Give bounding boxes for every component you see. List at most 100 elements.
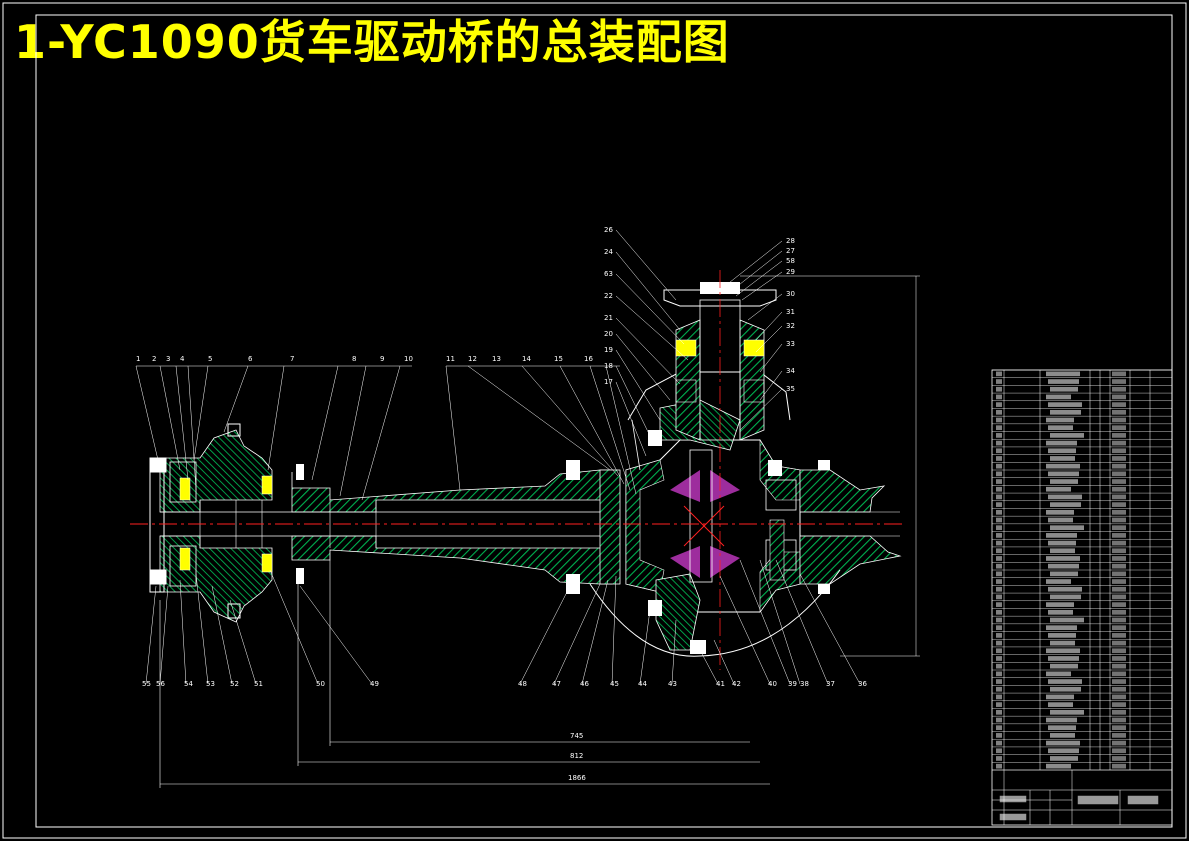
parts-row-text-block	[1050, 409, 1081, 415]
parts-row-text-block	[1046, 533, 1077, 538]
part-label-26: 26	[604, 226, 613, 234]
parts-row-number-block	[996, 571, 1002, 577]
part-label-28: 28	[786, 237, 795, 245]
part-label-6: 6	[248, 355, 253, 363]
parts-row-text-block	[1046, 579, 1071, 584]
part-label-19: 19	[604, 346, 613, 354]
dimension-lines	[159, 560, 770, 788]
parts-row-number-block	[996, 579, 1002, 584]
parts-row-number-block	[996, 694, 1002, 700]
parts-row-text-block	[1048, 633, 1076, 638]
parts-row-number-block	[996, 425, 1002, 431]
parts-row-number-block	[996, 402, 1002, 407]
part-label-33: 33	[786, 340, 795, 348]
parts-row-material-block	[1112, 556, 1126, 561]
part-label-35: 35	[786, 385, 795, 393]
parts-row-material-block	[1112, 663, 1126, 669]
parts-row-text-block	[1050, 617, 1084, 623]
parts-row-material-block	[1112, 440, 1126, 446]
parts-row-number-block	[996, 548, 1002, 554]
part-label-24: 24	[604, 248, 613, 256]
parts-row-material-block	[1112, 502, 1126, 507]
parts-row-material-block	[1112, 433, 1126, 438]
parts-row-text-block	[1048, 656, 1079, 661]
parts-row-material-block	[1112, 740, 1126, 746]
parts-row-material-block	[1112, 471, 1126, 477]
parts-row-material-block	[1112, 448, 1126, 454]
parts-row-material-block	[1112, 671, 1126, 677]
part-label-56: 56	[156, 680, 165, 688]
parts-row-text-block	[1046, 440, 1077, 446]
parts-row-number-block	[996, 725, 1002, 731]
parts-row-material-block	[1112, 402, 1126, 407]
parts-row-text-block	[1050, 433, 1084, 438]
parts-row-material-block	[1112, 609, 1126, 615]
parts-row-number-block	[996, 463, 1002, 469]
part-label-49: 49	[370, 680, 379, 688]
parts-row-text-block	[1046, 625, 1077, 631]
parts-row-material-block	[1112, 579, 1126, 584]
title-block	[992, 769, 1172, 825]
final-drive-housing	[566, 282, 902, 657]
parts-row-material-block	[1112, 633, 1126, 638]
part-label-42: 42	[732, 680, 741, 688]
part-label-47: 47	[552, 680, 561, 688]
parts-row-material-block	[1112, 386, 1126, 392]
parts-row-text-block	[1046, 371, 1080, 377]
parts-row-text-block	[1048, 448, 1076, 454]
part-label-31: 31	[786, 308, 795, 316]
parts-row-number-block	[996, 394, 1002, 400]
parts-row-material-block	[1112, 586, 1126, 592]
part-label-43: 43	[668, 680, 677, 688]
parts-row-text-block	[1050, 386, 1078, 392]
part-label-32: 32	[786, 322, 795, 330]
parts-row-text-block	[1048, 702, 1073, 707]
parts-row-number-block	[996, 671, 1002, 677]
parts-row-material-block	[1112, 540, 1126, 546]
parts-row-text-block	[1048, 540, 1076, 546]
parts-row-material-block	[1112, 602, 1126, 607]
parts-row-material-block	[1112, 563, 1126, 569]
parts-row-number-block	[996, 663, 1002, 669]
part-label-37: 37	[826, 680, 835, 688]
parts-row-material-block	[1112, 425, 1126, 431]
parts-row-number-block	[996, 417, 1002, 423]
part-label-58: 58	[786, 257, 795, 265]
part-label-18: 18	[604, 362, 613, 370]
part-label-41: 41	[716, 680, 725, 688]
parts-row-text-block	[1050, 594, 1081, 600]
parts-row-number-block	[996, 748, 1002, 754]
part-label-7: 7	[290, 355, 294, 363]
part-label-14: 14	[522, 355, 531, 363]
parts-row-text-block	[1050, 686, 1081, 692]
parts-row-material-block	[1112, 709, 1126, 715]
parts-row-material-block	[1112, 517, 1126, 523]
part-label-50: 50	[316, 680, 325, 688]
parts-row-text-block	[1048, 379, 1079, 384]
parts-row-text-block	[1050, 756, 1078, 761]
part-label-36: 36	[858, 680, 867, 688]
parts-row-number-block	[996, 386, 1002, 392]
dimension-745: 745	[570, 732, 583, 740]
parts-row-number-block	[996, 563, 1002, 569]
parts-row-text-block	[1050, 502, 1081, 507]
parts-row-material-block	[1112, 594, 1126, 600]
part-label-39: 39	[788, 680, 797, 688]
parts-row-material-block	[1112, 379, 1126, 384]
part-label-38: 38	[800, 680, 809, 688]
parts-row-text-block	[1046, 509, 1074, 515]
parts-row-text-block	[1048, 609, 1073, 615]
part-label-9: 9	[380, 355, 384, 363]
parts-row-number-block	[996, 617, 1002, 623]
parts-row-number-block	[996, 440, 1002, 446]
parts-row-text-block	[1050, 663, 1078, 669]
parts-row-material-block	[1112, 479, 1126, 484]
parts-row-number-block	[996, 586, 1002, 592]
parts-row-material-block	[1112, 733, 1126, 738]
parts-row-number-block	[996, 448, 1002, 454]
part-label-20: 20	[604, 330, 613, 338]
parts-row-text-block	[1050, 479, 1078, 484]
